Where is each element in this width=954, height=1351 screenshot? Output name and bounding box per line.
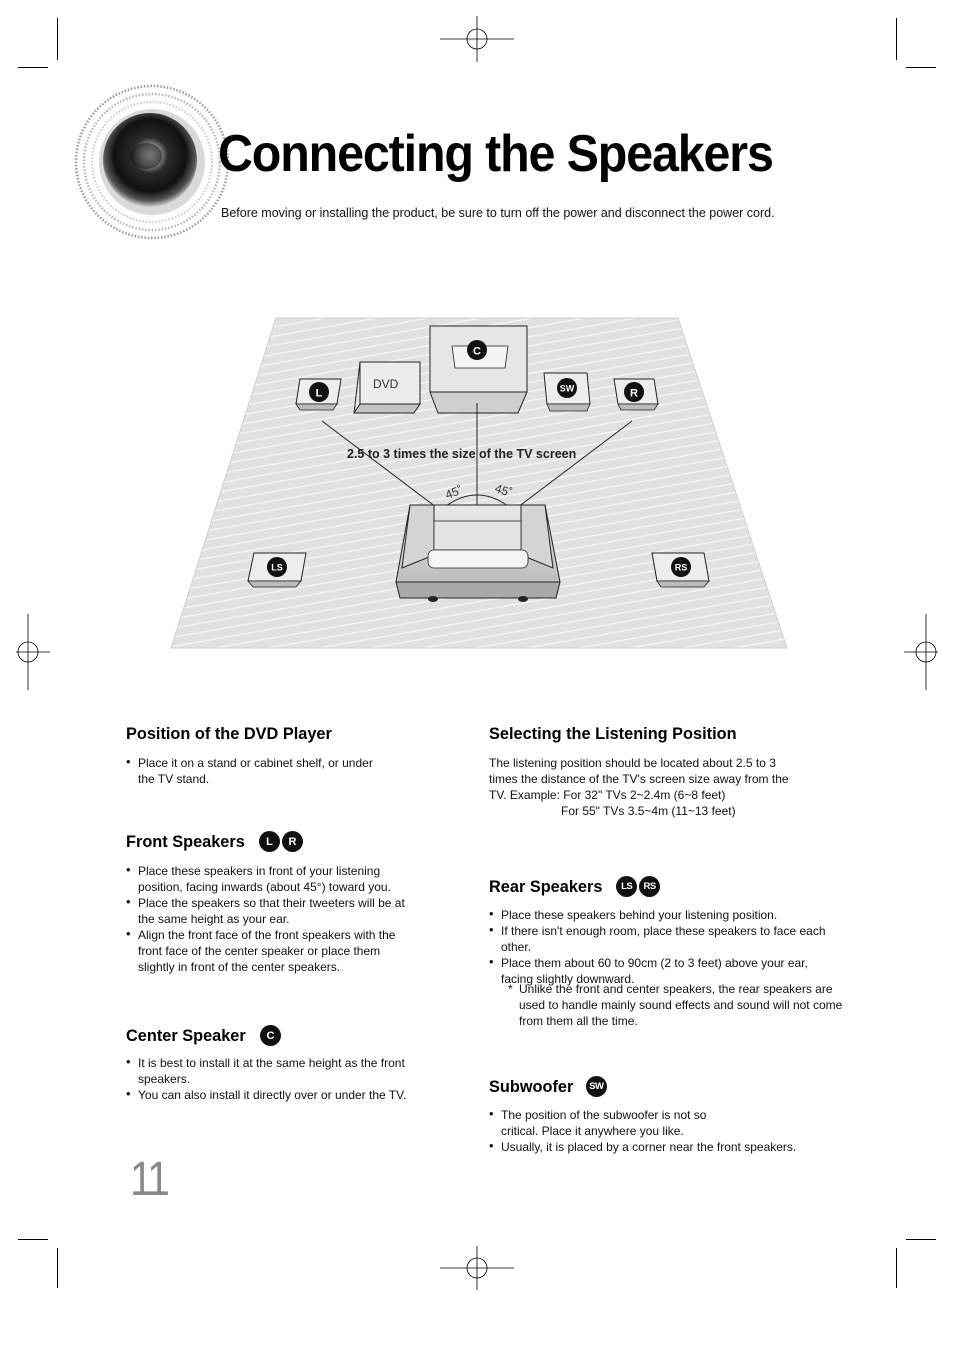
dvd-player: DVD [353, 361, 421, 414]
list-item: Usually, it is placed by a corner near t… [489, 1138, 821, 1155]
list-item: Align the front face of the front speake… [126, 926, 411, 975]
badge-rs: RS [639, 876, 661, 897]
badge-r: R [281, 831, 303, 852]
svg-text:LS: LS [271, 563, 283, 573]
badge-front-left: L [309, 382, 329, 402]
listening-position-example-2: For 55" TVs 3.5~4m (11~13 feet) [561, 804, 736, 818]
dvd-position-heading: Position of the DVD Player [126, 724, 332, 743]
list-item: Place these speakers in front of your li… [126, 862, 411, 895]
front-speakers-heading: Front Speakers L R [126, 831, 303, 852]
svg-text:RS: RS [675, 563, 688, 573]
svg-text:L: L [316, 388, 323, 400]
center-speaker-list: It is best to install it at the same hei… [126, 1054, 416, 1103]
badge-rear-left: LS [267, 557, 287, 577]
angle-left-label: 45˚ [443, 483, 464, 502]
svg-text:SW: SW [560, 384, 575, 394]
badge-sw: SW [585, 1076, 607, 1097]
listening-position-heading: Selecting the Listening Position [489, 724, 737, 743]
badge-c: C [259, 1025, 281, 1046]
rear-speakers-heading: Rear Speakers LS RS [489, 876, 661, 897]
rear-speakers-list: Place these speakers behind your listeni… [489, 906, 854, 987]
list-item: It is best to install it at the same hei… [126, 1054, 416, 1087]
center-speaker-heading: Center Speaker C [126, 1025, 281, 1046]
badge-subwoofer: SW [557, 378, 577, 398]
speaker-cone-logo [74, 84, 230, 240]
list-item: The position of the subwoofer is not so … [489, 1106, 739, 1139]
couch [395, 504, 561, 602]
list-item: If there isn't enough room, place these … [489, 922, 854, 955]
front-speakers-list: Place these speakers in front of your li… [126, 862, 411, 975]
list-item: Place these speakers behind your listeni… [489, 906, 854, 923]
speaker-placement-diagram: DVD 2.5 to 3 ti [170, 317, 788, 649]
listening-position-text: The listening position should be located… [489, 756, 789, 802]
subwoofer-heading: Subwoofer SW [489, 1076, 607, 1097]
page-title: Connecting the Speakers [218, 125, 774, 183]
list-item: Place the speakers so that their tweeter… [126, 894, 411, 927]
note-star: * [508, 982, 513, 996]
distance-label: 2.5 to 3 times the size of the TV screen [347, 447, 576, 461]
badge-rear-right: RS [671, 557, 691, 577]
badge-l: L [258, 831, 280, 852]
dvd-label: DVD [373, 377, 399, 391]
list-item: You can also install it directly over or… [126, 1086, 416, 1103]
angle-right-label: 45˚ [493, 481, 514, 500]
tv [429, 325, 528, 414]
dvd-position-list: Place it on a stand or cabinet shelf, or… [126, 754, 376, 787]
svg-text:R: R [630, 388, 638, 400]
subwoofer-list: The position of the subwoofer is not so … [489, 1106, 796, 1155]
rear-speakers-note: * Unlike the front and center speakers, … [508, 982, 843, 1028]
badge-center: C [467, 340, 487, 360]
power-warning: Before moving or installing the product,… [221, 206, 775, 220]
list-item: Place it on a stand or cabinet shelf, or… [126, 754, 376, 787]
badge-ls: LS [616, 876, 638, 897]
badge-front-right: R [624, 382, 644, 402]
list-item: Place them about 60 to 90cm (2 to 3 feet… [489, 954, 836, 987]
page-number: 11 [130, 1153, 170, 1206]
svg-text:C: C [473, 346, 481, 358]
